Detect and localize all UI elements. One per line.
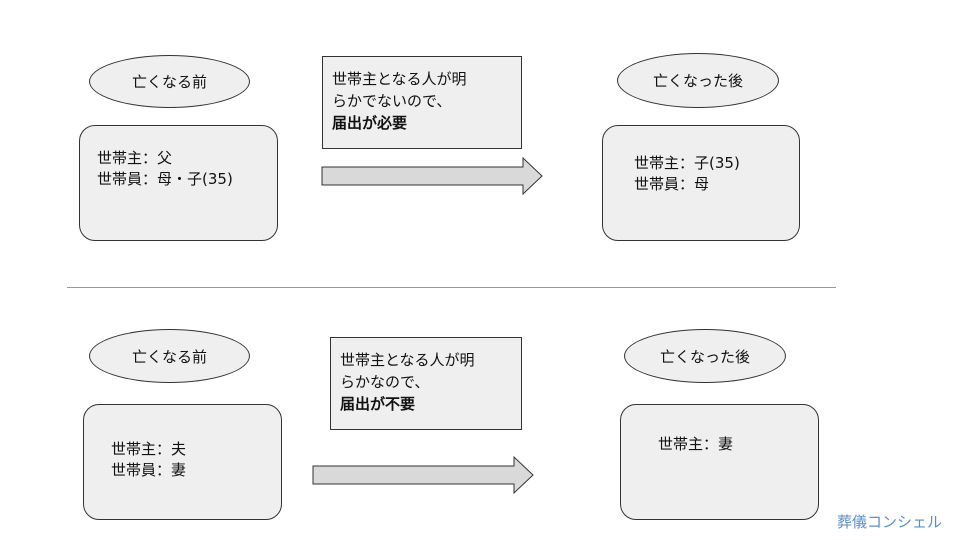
bottom-note: 世帯主となる人が明 らかなので、 届出が不要 — [330, 337, 522, 430]
bottom-note-line-2: らかなので、 — [340, 373, 430, 391]
top-note-line-1: 世帯主となる人が明 — [332, 70, 467, 88]
top-after-members: 世帯員：母 — [634, 175, 710, 193]
top-after-label-text: 亡くなった後 — [652, 72, 743, 90]
bottom-note-line-1: 世帯主となる人が明 — [340, 351, 475, 369]
bottom-arrow — [312, 455, 534, 495]
top-after-householder: 世帯主：子(35) — [634, 154, 740, 172]
top-before-box: 世帯主：父 世帯員：母・子(35) — [79, 125, 278, 241]
section-divider — [67, 287, 836, 288]
top-note: 世帯主となる人が明 らかでないので、 届出が必要 — [322, 56, 522, 149]
top-arrow — [321, 156, 543, 196]
bottom-before-householder: 世帯主：夫 — [111, 440, 187, 458]
top-note-line-2: らかでないので、 — [332, 92, 452, 110]
bottom-after-householder: 世帯主：妻 — [658, 435, 734, 453]
top-before-householder: 世帯主：父 — [97, 149, 173, 167]
top-note-required: 届出が必要 — [332, 114, 408, 132]
bottom-before-box: 世帯主：夫 世帯員：妻 — [83, 404, 282, 520]
bottom-before-members: 世帯員：妻 — [111, 461, 187, 479]
bottom-before-label: 亡くなる前 — [89, 329, 250, 383]
bottom-after-label: 亡くなった後 — [624, 329, 786, 383]
top-after-box: 世帯主：子(35) 世帯員：母 — [602, 125, 800, 241]
top-before-label: 亡くなる前 — [89, 55, 250, 108]
top-before-members: 世帯員：母・子(35) — [97, 170, 233, 188]
watermark-logo-text: 葬儀コンシェル — [836, 513, 942, 531]
bottom-after-label-text: 亡くなった後 — [659, 347, 750, 366]
top-before-label-text: 亡くなる前 — [131, 73, 207, 91]
bottom-after-box: 世帯主：妻 — [620, 404, 819, 520]
bottom-note-not-required: 届出が不要 — [340, 395, 416, 413]
top-after-label: 亡くなった後 — [617, 53, 779, 108]
bottom-before-label-text: 亡くなる前 — [131, 347, 207, 366]
